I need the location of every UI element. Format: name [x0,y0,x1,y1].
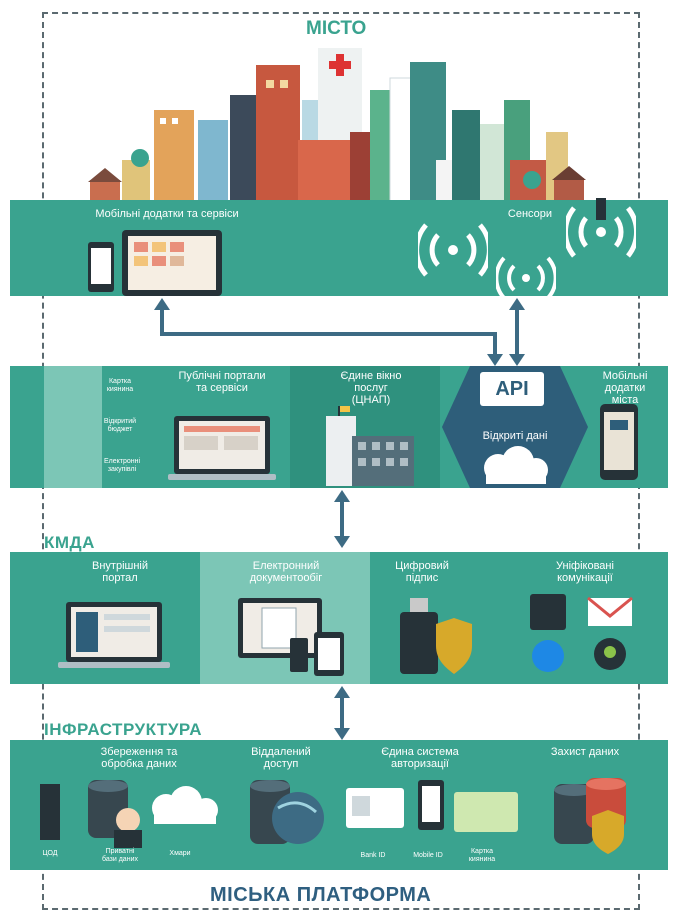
kmda-heading: КМДА [44,533,95,552]
data-protection-icon [554,778,626,854]
mobile-id-label: Mobile ID [413,852,443,859]
open-data-label: Відкриті дані [482,430,548,442]
budget-label: Відкритий бюджет [103,418,137,433]
city-band [10,200,668,296]
bank-id-label: Bank ID [360,852,386,859]
cloud-icon [484,446,548,484]
devices-icon [88,230,222,296]
remote-access-label: Віддалений доступ [251,746,311,770]
dc-label: ЦОД [42,850,58,857]
authorization-icons [346,780,518,832]
card-label: Картка киянина [106,378,134,393]
city-title: МІСТО [306,18,367,39]
auth-label: Єдина система авторизації [381,746,459,770]
cnap-building-icon [326,406,414,486]
connector-arrow-2 [334,490,350,548]
api-label: API [495,378,529,400]
storage-label: Збереження та обробка даних [100,746,178,770]
internal-portal-laptop-icon [58,602,170,668]
private-db-label: Приватні бази даних [102,848,138,863]
city-skyline-illustration [88,48,586,202]
sensor-signal-icon [418,223,488,277]
portals-label: Публічні портали та сервіси [178,370,266,394]
mobile-city-label: Мобільні додатки міста [602,370,648,406]
comms-label: Уніфіковані комунікації [556,560,614,584]
api-hexagon [442,366,588,488]
cnap-label: Єдине вікно послуг (ЦНАП) [340,370,402,406]
procurement-label: Електронні закупівлі [103,458,141,473]
storage-icons [40,780,218,848]
api-screen [480,372,544,406]
remote-access-icon [250,780,324,844]
docflow-label: Електронний документообіг [249,560,323,584]
internal-portal-label: Внутрішній портал [92,560,148,584]
docflow-devices-icon [238,598,344,676]
sensor-signal-icon-small [496,256,556,300]
connector-arrows-top [154,298,525,366]
portal-photo-column [44,366,102,488]
phone-icon [600,404,638,480]
city-platform-footer: МІСЬКА ПЛАТФОРМА [210,884,432,906]
mobile-apps-label: Мобільні додатки та сервіси [95,208,239,220]
laptop-portal-icon [168,416,276,480]
sensors-label: Сенсори [507,208,553,220]
data-protection-label: Захист даних [550,746,620,758]
infrastructure-heading: ІНФРАСТРУКТУРА [44,720,203,739]
connector-arrow-3 [334,686,350,740]
communications-icons [530,594,633,672]
sensor-tower-icon [566,198,636,258]
clouds-label: Хмари [169,850,191,857]
signature-label: Цифровий підпис [395,560,449,584]
kyiv-card-label: Картка киянина [468,848,496,863]
digital-signature-icon [400,598,472,674]
